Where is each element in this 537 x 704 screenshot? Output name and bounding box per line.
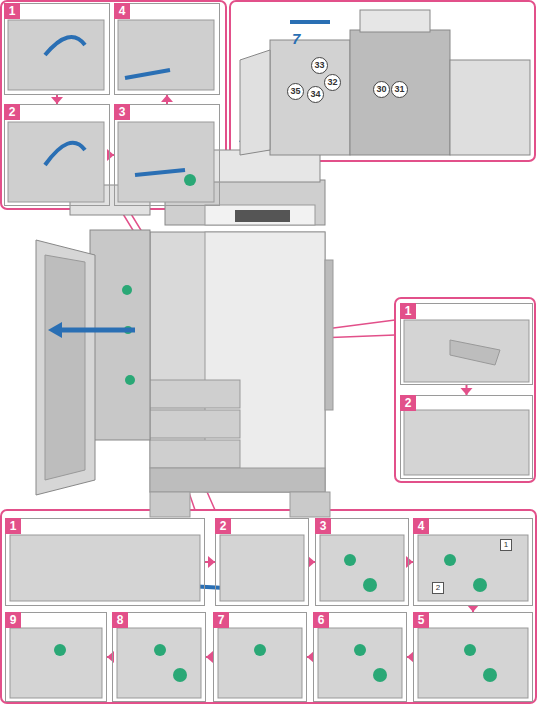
rear-view: [240, 10, 530, 155]
step-panel: 4: [114, 3, 220, 95]
step-number: 3: [315, 518, 331, 534]
step-arrow: [107, 149, 114, 161]
step-number: 2: [400, 395, 416, 411]
step-panel: 3: [315, 518, 409, 606]
step-number: 5: [413, 612, 429, 628]
step-number: 4: [413, 518, 429, 534]
step-arrow: [161, 95, 173, 104]
step-number: 3: [114, 104, 130, 120]
step-panel: 1: [4, 3, 110, 95]
step-arrow: [308, 556, 315, 568]
step-number: 1: [5, 518, 21, 534]
step-number: 2: [215, 518, 231, 534]
step-number: 2: [4, 104, 20, 120]
callout-number: 32: [324, 74, 341, 91]
step-number: 8: [112, 612, 128, 628]
callout-number: 35: [287, 83, 304, 100]
callout-number: 34: [307, 86, 324, 103]
step-panel: 2: [400, 395, 533, 479]
step-panel: 6: [313, 612, 407, 702]
step-number: 9: [5, 612, 21, 628]
step-sub-number: 2: [432, 582, 444, 594]
step-panel: 8: [112, 612, 206, 702]
step-arrow: [206, 651, 213, 663]
panel-sketch: [8, 20, 214, 202]
motion-arrows: [40, 22, 515, 590]
step-arrow: [461, 385, 473, 395]
icon-number: 7: [292, 30, 300, 47]
step-panel: 2: [215, 518, 309, 606]
step-panel: 1: [5, 518, 205, 606]
step-panel: 9: [5, 612, 107, 702]
step-number: 4: [114, 3, 130, 19]
step-arrow: [406, 556, 413, 568]
step-arrow: [467, 605, 479, 612]
finisher-sketch: [10, 535, 528, 698]
callout-number: 33: [311, 57, 328, 74]
callout-number: 31: [391, 81, 408, 98]
step-panel: 1: [400, 303, 533, 385]
step-number: 7: [213, 612, 229, 628]
step-panel: 2: [4, 104, 110, 206]
side-door: [404, 320, 529, 475]
step-number: 1: [400, 303, 416, 319]
step-number: 6: [313, 612, 329, 628]
step-panel: 3: [114, 104, 220, 206]
step-arrow: [51, 95, 63, 104]
step-sub-number: 1: [500, 539, 512, 551]
step-arrow: [205, 556, 215, 568]
step-panel: 4: [413, 518, 533, 606]
step-number: 1: [4, 3, 20, 19]
step-panel: 5: [413, 612, 533, 702]
callout-number: 30: [373, 81, 390, 98]
step-panel: 7: [213, 612, 307, 702]
leader-lines: [120, 209, 395, 510]
